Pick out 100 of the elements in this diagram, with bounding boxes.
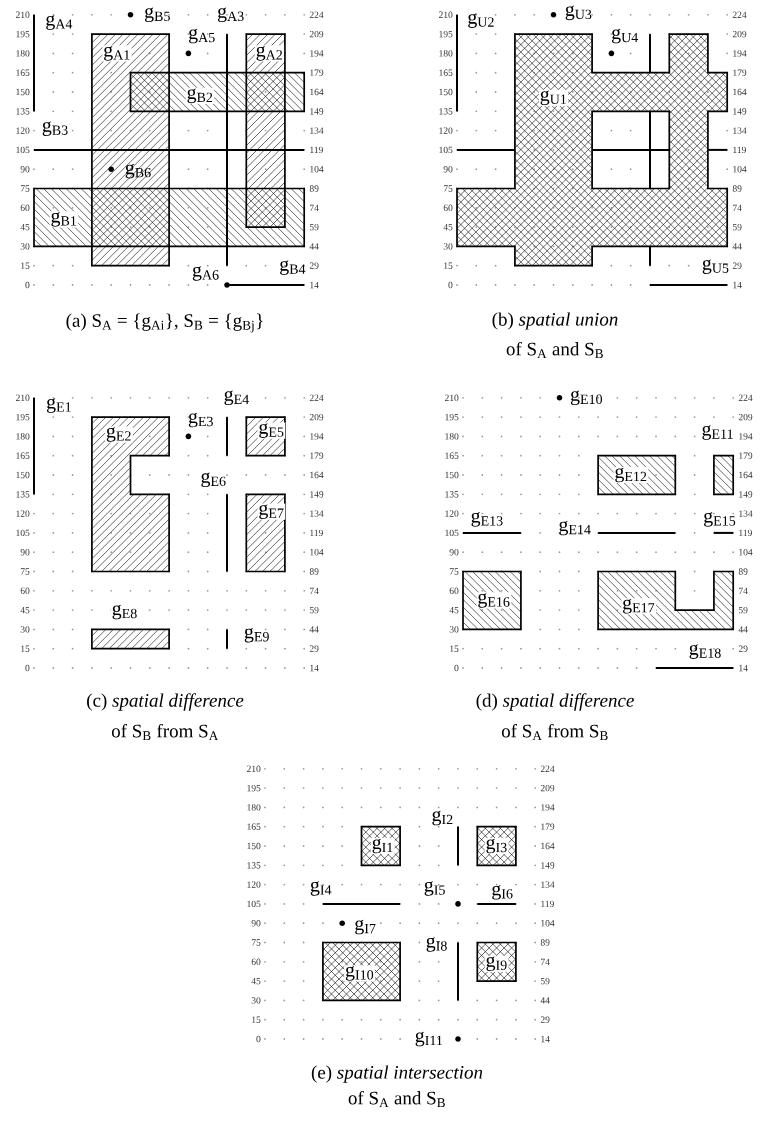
axis-tick-label: 150 <box>247 842 261 850</box>
hatched-region: g$_{E8}$ <box>91 603 170 650</box>
axis-tick-label: 75 <box>251 939 261 946</box>
geometry-label: g$_{A5}$ <box>188 28 215 44</box>
axis-tick-label: 195 <box>439 30 453 38</box>
axis-tick-label: 59 <box>540 977 550 985</box>
axis-tick-label: 209 <box>738 413 753 421</box>
axis-tick-label: 224 <box>309 394 324 401</box>
axis-tick-label: 180 <box>16 50 30 57</box>
axis-tick-label: 74 <box>541 958 550 965</box>
caption: (e) spatial intersection <box>311 1065 483 1083</box>
axis-tick-label: 179 <box>739 452 753 459</box>
axis-tick-label: 104 <box>310 166 324 173</box>
axis-tick-label: 104 <box>310 549 324 556</box>
axis-tick-label: 15 <box>21 645 30 652</box>
axis-tick-label: 165 <box>16 69 30 76</box>
axis-tick-label: 30 <box>251 997 261 1004</box>
axis-tick-label: 89 <box>540 939 550 946</box>
axis-tick-label: 194 <box>310 50 324 57</box>
axis-tick-label: 119 <box>541 900 554 908</box>
axis-tick-label: 104 <box>739 549 753 556</box>
line-geometry: g$_{I8}$ <box>426 937 459 1002</box>
axis-tick-label: 44 <box>309 243 319 250</box>
axis-tick-label: 135 <box>16 108 30 115</box>
axis-tick-label: 105 <box>16 146 30 154</box>
hatched-region: g$_{I9}$ <box>476 941 517 982</box>
hatched-region: g$_{E2}$ <box>91 416 170 573</box>
hatched-region: g$_{E5}$ <box>245 416 286 457</box>
node-label: g$_{E11}$ <box>702 425 733 440</box>
axis-tick-label: 104 <box>541 920 555 927</box>
geometry-label: g$_{A6}$ <box>192 266 219 281</box>
axis-tick-label: 209 <box>540 784 555 792</box>
geometry-label: g$_{E10}$ <box>570 390 602 406</box>
geometry-label: g$_{I7}$ <box>355 919 376 935</box>
caption: of S$_{B}$ from S$_{A}$ <box>111 723 219 741</box>
axis-tick-label: 180 <box>16 433 30 440</box>
axis-tick-label: 90 <box>20 166 30 173</box>
axis-tick-label: 59 <box>309 223 319 231</box>
axis-tick-label: 149 <box>739 491 753 498</box>
axis-tick-label: 180 <box>439 50 453 57</box>
axis-tick-label: 119 <box>310 529 323 537</box>
axis-tick-label: 210 <box>445 394 459 401</box>
axis-tick-label: 14 <box>310 664 319 672</box>
axis-tick-label: 164 <box>739 471 753 479</box>
geometry-label: g$_{B6}$ <box>125 163 151 179</box>
axis-tick-label: 14 <box>739 664 748 672</box>
line-geometry: g$_{B4}$ <box>226 260 306 286</box>
axis-tick-label: 180 <box>445 433 459 440</box>
axis-tick-label: 119 <box>310 146 323 154</box>
axis-tick-label: 195 <box>16 413 30 421</box>
axis-tick-label: 90 <box>449 549 459 556</box>
axis-tick-label: 224 <box>540 765 555 772</box>
axis-tick-label: 29 <box>540 1016 550 1023</box>
axis-tick-label: 165 <box>16 452 30 459</box>
axis-tick-label: 120 <box>247 881 261 888</box>
axis-tick-label: 44 <box>309 626 319 633</box>
axis-tick-label: 90 <box>20 549 30 556</box>
axis-tick-label: 224 <box>309 11 324 18</box>
caption: of S$_{A}$ and S$_{B}$ <box>506 341 603 359</box>
axis-tick-label: 74 <box>310 204 319 211</box>
axis-tick-label: 209 <box>309 413 324 421</box>
axis-tick-label: 29 <box>309 645 319 652</box>
axis-tick-label: 134 <box>310 510 324 517</box>
axis-tick-label: 165 <box>439 69 453 76</box>
axis-tick-label: 120 <box>16 510 30 517</box>
geometry-label: g$_{B5}$ <box>144 7 170 23</box>
axis-tick-label: 105 <box>247 900 261 908</box>
axis-tick-label: 135 <box>247 862 261 869</box>
axis-tick-label: 195 <box>445 413 459 421</box>
axis-tick-label: 209 <box>309 30 324 38</box>
axis-tick-label: 179 <box>310 452 324 459</box>
axis-tick-label: 135 <box>445 491 459 498</box>
axis-tick-label: 134 <box>310 127 324 134</box>
axis-tick-label: 135 <box>439 108 453 115</box>
axis-tick-label: 60 <box>20 587 30 594</box>
axis-tick-label: 150 <box>16 88 30 96</box>
axis-tick-label: 180 <box>247 804 261 811</box>
axis-tick-label: 210 <box>15 394 30 401</box>
axis-tick-label: 44 <box>738 626 748 633</box>
axis-tick-label: 164 <box>541 842 555 850</box>
caption: (c) spatial difference <box>87 693 244 711</box>
axis-tick-label: 210 <box>439 11 453 18</box>
axis-tick-label: 60 <box>251 958 261 965</box>
axis-tick-label: 134 <box>739 510 753 517</box>
axis-tick-label: 90 <box>251 920 261 927</box>
axis-tick-label: 210 <box>15 11 30 18</box>
geometry-label: g$_{I5}$ <box>424 881 445 896</box>
hatched-region: g$_{I10}$ <box>322 941 401 1002</box>
axis-tick-label: 150 <box>16 471 30 479</box>
hatched-region: g$_{E16}$ <box>462 570 522 631</box>
axis-tick-label: 120 <box>439 127 453 134</box>
line-geometry: g$_{I4}$ <box>310 881 402 905</box>
hatched-region: g$_{B1}$ <box>33 187 306 248</box>
axis-tick-label: 29 <box>738 645 748 652</box>
axis-tick-label: 0 <box>256 1035 261 1043</box>
geometry-label: g$_{U3}$ <box>565 5 592 21</box>
geometry-label: g$_{I11}$ <box>415 1031 443 1047</box>
axis-tick-label: 149 <box>310 491 324 498</box>
axis-tick-label: 30 <box>20 626 30 633</box>
axis-tick-label: 165 <box>445 452 459 459</box>
